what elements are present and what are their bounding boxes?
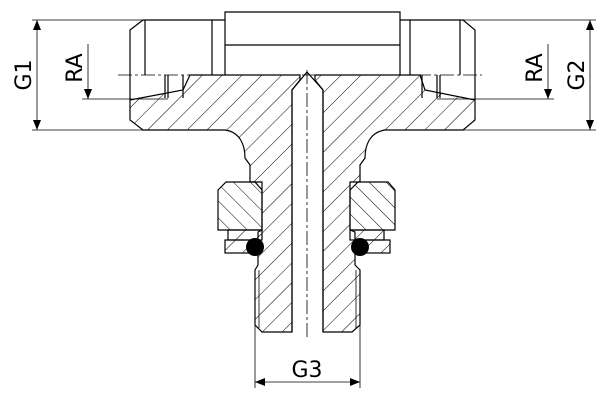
locknut-left [217, 181, 263, 231]
g3-label: G3 [291, 358, 322, 383]
dimension-ra-left: RA [63, 44, 168, 100]
locknut-right [349, 181, 396, 231]
washer-right-top [349, 229, 385, 241]
bore [291, 71, 324, 332]
dimension-ra-right: RA [437, 44, 554, 100]
o-ring-left [246, 238, 264, 256]
o-ring-right [351, 238, 369, 256]
dimension-g1: G1 [12, 19, 143, 131]
body-section-left [129, 74, 301, 333]
ra-right-label: RA [523, 53, 548, 82]
dimension-g3: G3 [254, 325, 361, 388]
g1-label: G1 [12, 59, 37, 90]
ra-left-label: RA [63, 53, 88, 82]
dimension-g2: G2 [463, 19, 596, 131]
g2-label: G2 [565, 59, 590, 90]
